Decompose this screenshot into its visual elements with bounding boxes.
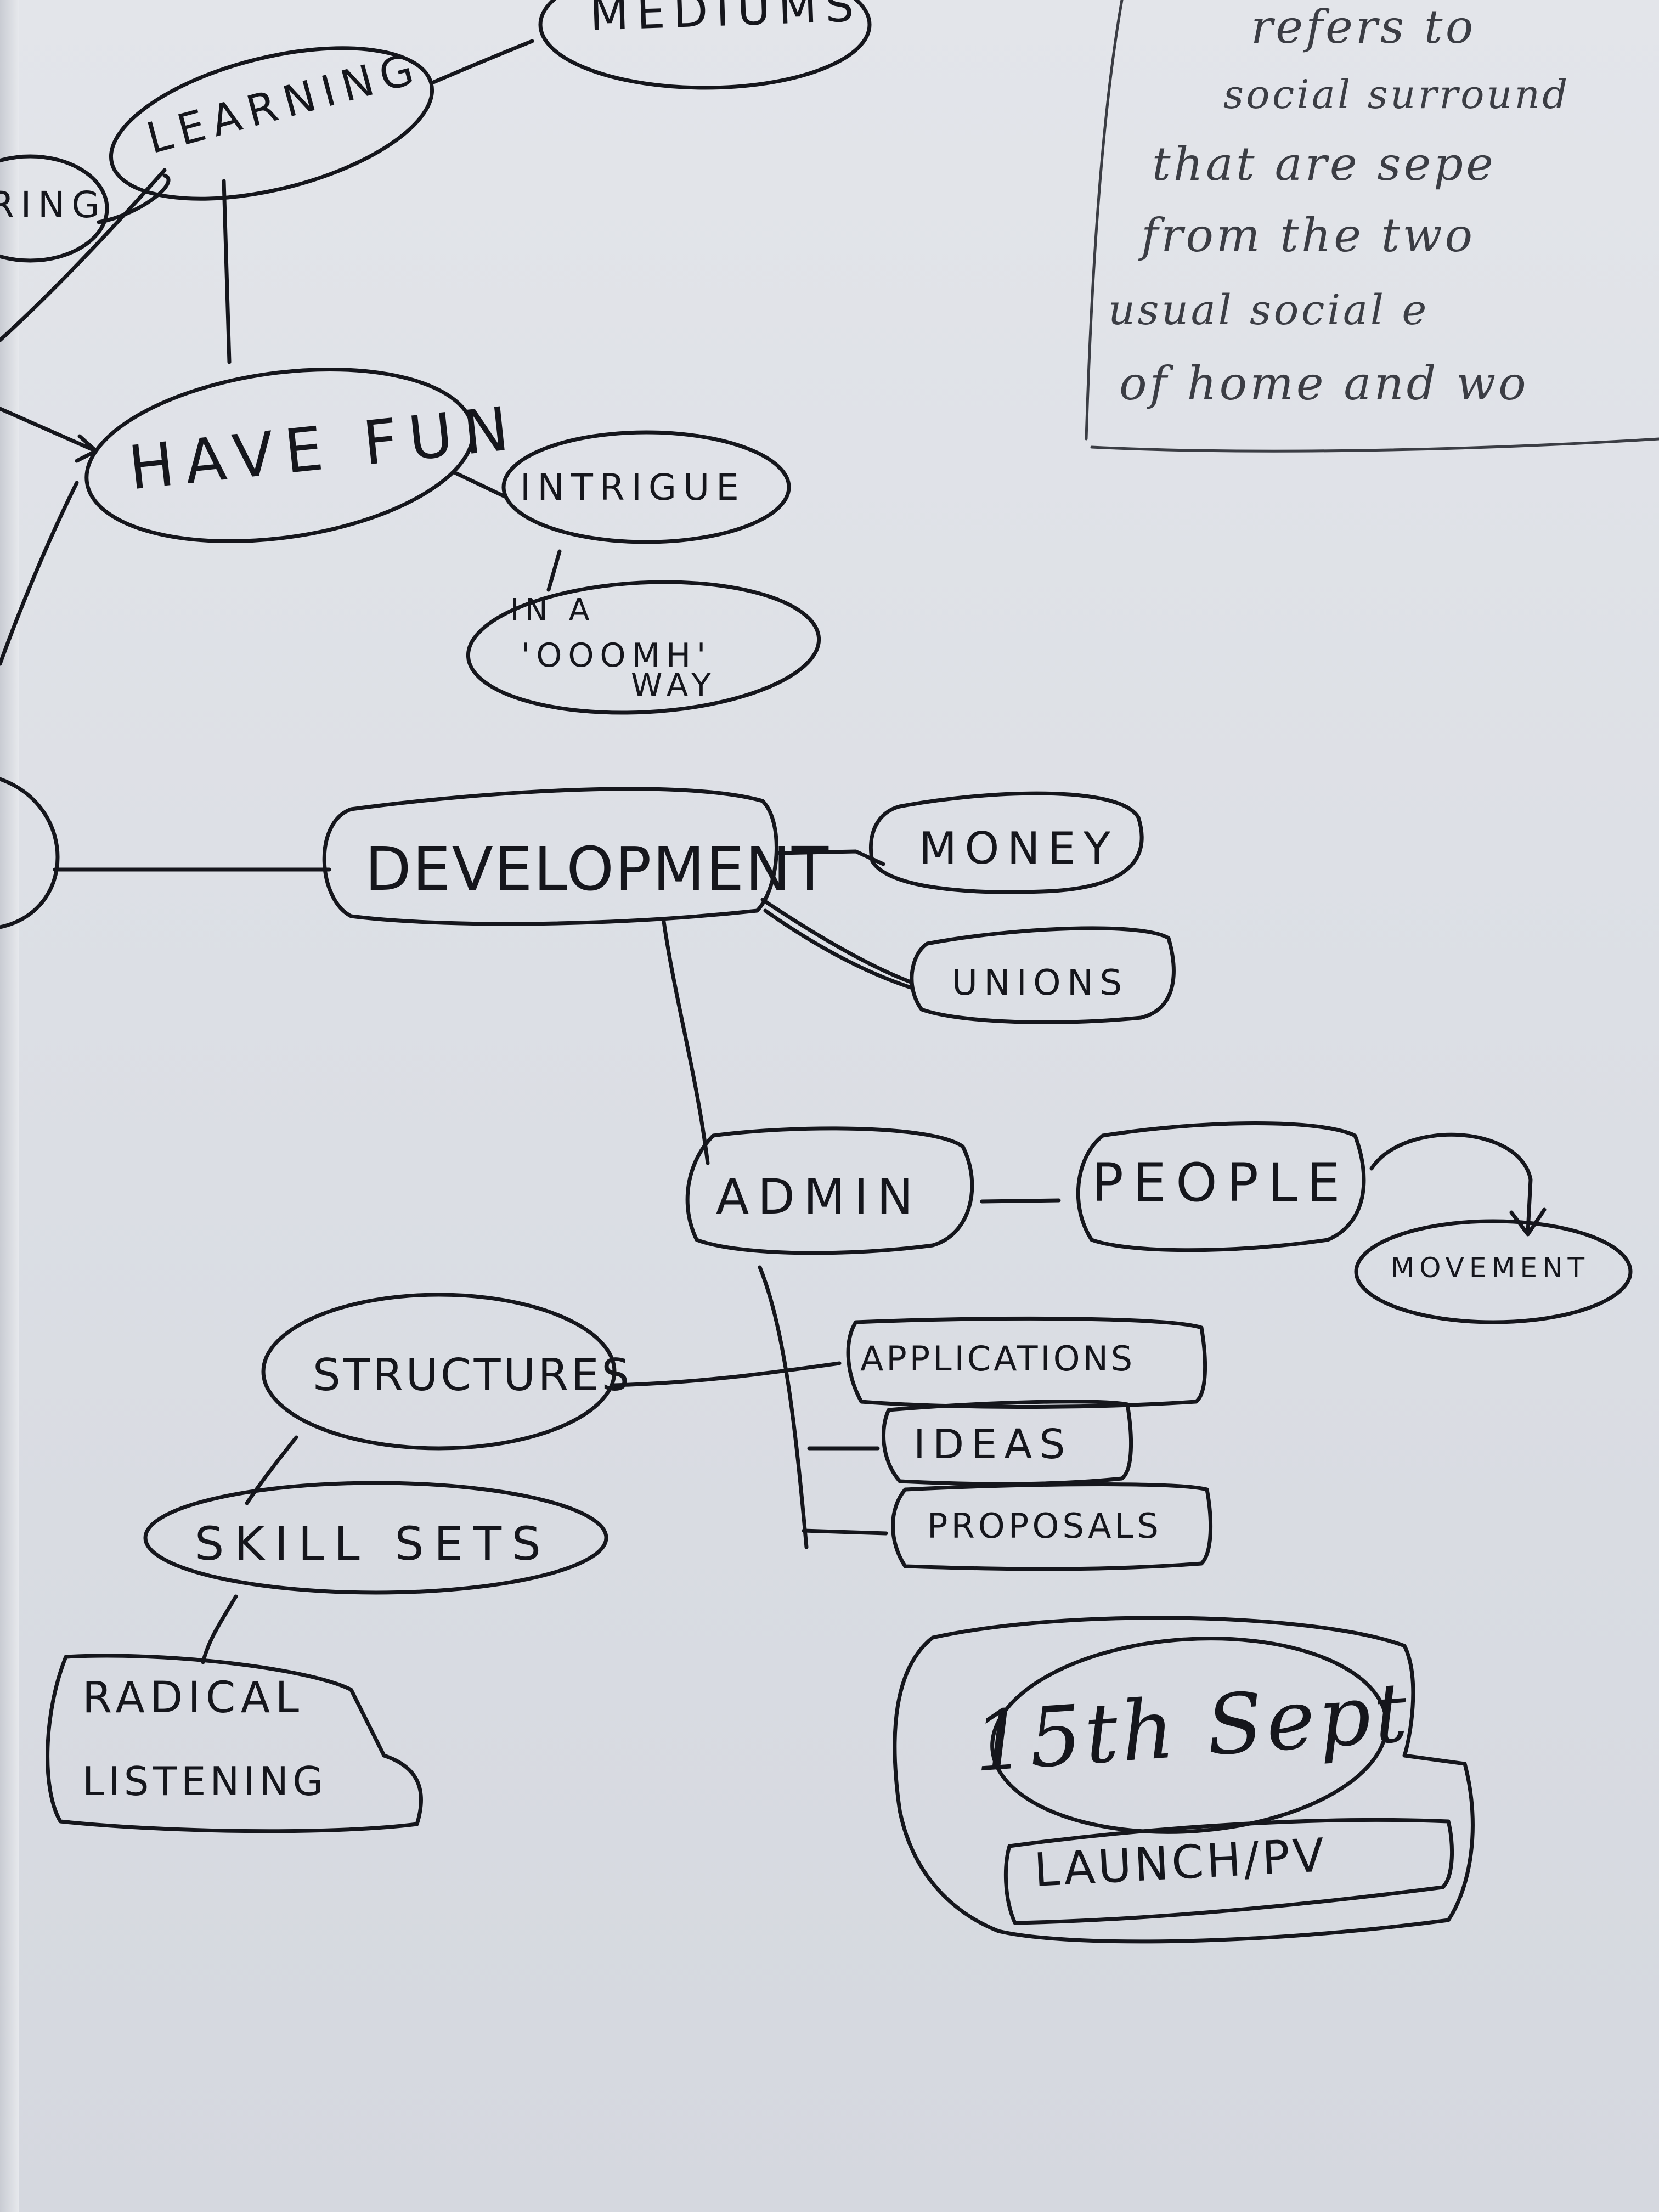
connector-learning-havefun xyxy=(222,179,232,364)
connector-left-edge-learning xyxy=(0,168,167,342)
connector-havefun-down xyxy=(0,481,79,666)
oomph-bubble xyxy=(466,580,821,715)
development-label: DEVELOPMENT xyxy=(365,834,830,904)
connector-ring-learning xyxy=(97,173,171,224)
have-fun-bubble xyxy=(84,367,475,544)
money-label: MONEY xyxy=(919,823,1119,874)
learning-bubble xyxy=(109,46,435,201)
connector-development-unions-2 xyxy=(763,909,913,990)
mediums-bubble xyxy=(538,0,872,90)
applications-box xyxy=(846,1316,1207,1409)
intrigue-bubble xyxy=(501,430,791,544)
proposals-label: PROPOSALS xyxy=(927,1506,1163,1546)
connector-structures-applications xyxy=(612,1361,842,1387)
left-bubble-partial xyxy=(0,777,60,929)
ring-bubble xyxy=(0,154,109,263)
admin-bubble xyxy=(685,1126,974,1255)
connector-people-movement xyxy=(1369,1132,1533,1234)
applications-label: APPLICATIONS xyxy=(860,1339,1136,1379)
connector-structures-skillsets xyxy=(245,1435,298,1505)
development-bubble xyxy=(322,787,778,926)
date-bubble xyxy=(990,1637,1389,1834)
note-line-6: of home and wo xyxy=(1119,357,1529,410)
oomph-line3-label: WAY xyxy=(631,667,717,704)
connector-learning-mediums xyxy=(431,39,534,84)
admin-label: ADMIN xyxy=(716,1169,922,1225)
connector-development-admin xyxy=(662,919,710,1165)
structures-label: STRUCTURES xyxy=(313,1350,632,1401)
ideas-box xyxy=(881,1400,1133,1486)
unions-bubble xyxy=(910,926,1176,1024)
page-edge xyxy=(0,0,19,2212)
connector-development-unions xyxy=(760,898,913,984)
connector-skillsets-radical xyxy=(201,1594,238,1664)
note-line-3: that are sepe xyxy=(1152,137,1496,191)
note-line-1: refers to xyxy=(1251,0,1476,54)
connector-admin-branches xyxy=(758,1265,809,1549)
connector-left-havefun xyxy=(0,407,95,452)
people-label: PEOPLE xyxy=(1092,1152,1350,1214)
connector-intrigue-oomph xyxy=(546,549,562,592)
date-outer-loop xyxy=(893,1616,1475,1944)
radical-listening-box xyxy=(46,1654,423,1833)
connector-admin-people xyxy=(980,1198,1061,1204)
movement-label: MOVEMENT xyxy=(1391,1252,1590,1284)
note-border xyxy=(1085,0,1124,441)
unions-label: UNIONS xyxy=(952,963,1128,1003)
money-bubble xyxy=(868,791,1144,894)
note-line-4: from the two xyxy=(1141,208,1476,262)
note-line-2: social surround xyxy=(1223,71,1570,117)
note-line-5: usual social e xyxy=(1108,285,1429,334)
skill-sets-label: SKILL SETS xyxy=(195,1517,551,1571)
note-bottom-border xyxy=(1090,437,1659,453)
radical-line1-label: RADICAL xyxy=(82,1673,304,1723)
ideas-label: IDEAS xyxy=(913,1421,1073,1468)
proposals-box xyxy=(891,1482,1213,1571)
skill-sets-bubble xyxy=(143,1481,608,1595)
connector-tick-proposals xyxy=(802,1528,888,1536)
oomph-line1-label: IN A xyxy=(510,592,595,628)
connector-havefun-intrigue xyxy=(453,471,507,499)
people-bubble xyxy=(1076,1121,1366,1252)
launch-box xyxy=(1003,1818,1454,1925)
radical-line2-label: LISTENING xyxy=(82,1758,328,1804)
oomph-line2-label: 'OOOMH' xyxy=(521,636,712,675)
connector-development-money xyxy=(777,849,885,866)
ring-label: RING xyxy=(0,184,106,226)
movement-bubble xyxy=(1354,1219,1633,1324)
intrigue-label: INTRIGUE xyxy=(520,466,746,509)
structures-bubble xyxy=(261,1293,617,1451)
arrowhead-movement xyxy=(1509,1207,1547,1237)
